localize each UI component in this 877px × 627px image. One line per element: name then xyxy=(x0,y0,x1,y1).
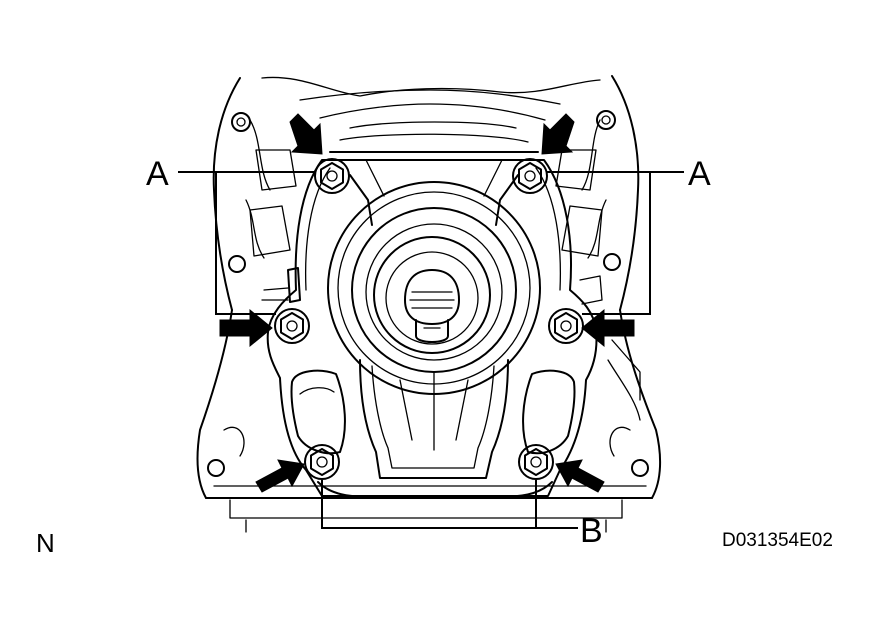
leader-lines-b xyxy=(321,480,578,529)
bolt-middle-right[interactable] xyxy=(548,308,584,344)
orientation-label: N xyxy=(36,528,55,558)
leader-lines-a xyxy=(178,171,684,315)
arrow-upper-left xyxy=(289,113,323,155)
bolt-middle-left[interactable] xyxy=(274,308,310,344)
transmission-case xyxy=(196,75,662,533)
figure-code: D031354E02 xyxy=(722,530,833,551)
callout-b: B xyxy=(580,512,603,550)
bolt-lower-right[interactable] xyxy=(518,444,554,480)
arrow-middle-right xyxy=(581,308,635,348)
arrow-lower-right xyxy=(555,459,605,493)
extension-housing xyxy=(261,121,603,498)
arrow-upper-right xyxy=(541,113,575,155)
callout-a-left: A xyxy=(146,155,169,193)
arrows xyxy=(219,113,635,493)
arrow-lower-left xyxy=(255,459,305,493)
bolt-lower-left[interactable] xyxy=(304,444,340,480)
callout-a-right: A xyxy=(688,155,711,193)
bolt-upper-left[interactable] xyxy=(314,158,350,194)
arrow-middle-left xyxy=(219,308,273,348)
bolt-upper-right[interactable] xyxy=(512,158,548,194)
